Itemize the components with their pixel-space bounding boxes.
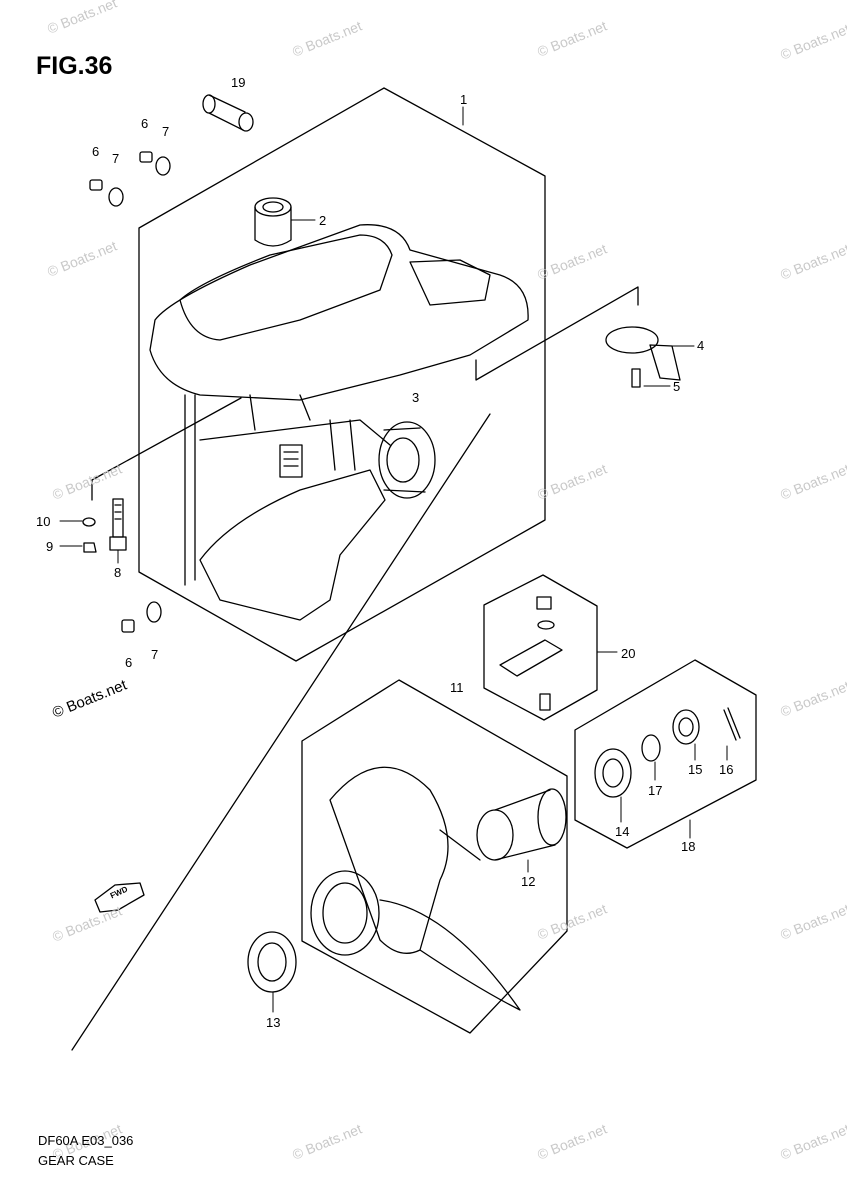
- bolt-washer-mid: [121, 601, 162, 633]
- part-label-17[interactable]: 17: [648, 783, 663, 798]
- part-label-18[interactable]: 18: [681, 839, 696, 854]
- part-label-8[interactable]: 8: [114, 565, 122, 580]
- part-label-11[interactable]: 11: [450, 680, 464, 695]
- part-label-20[interactable]: 20: [621, 646, 636, 661]
- nut-part-15: [672, 709, 700, 745]
- figure-code: DF60A E03_036: [38, 1133, 134, 1148]
- bearing-part-3: [378, 421, 436, 499]
- anode-part-4: [605, 326, 681, 388]
- bolt-nut-washer-left: [82, 498, 127, 553]
- part-label-7-lower[interactable]: 7: [151, 647, 159, 662]
- cotter-pin-part-16: [723, 707, 741, 741]
- part-label-6[interactable]: 6: [92, 144, 100, 159]
- part-label-16[interactable]: 16: [719, 762, 734, 777]
- group-frame-propeller: [301, 679, 568, 1034]
- part-label-10[interactable]: 10: [36, 514, 51, 529]
- part-label-4[interactable]: 4: [697, 338, 705, 353]
- trim-tab-part-20: [499, 596, 563, 711]
- part-label-6-repeat[interactable]: 6: [141, 116, 149, 131]
- part-label-19[interactable]: 19: [231, 75, 246, 90]
- bushing-part-12: [476, 788, 567, 861]
- seal-part-13: [247, 931, 297, 993]
- part-label-6-lower[interactable]: 6: [125, 655, 133, 670]
- connector-line: [71, 413, 491, 1051]
- part-label-15[interactable]: 15: [688, 762, 703, 777]
- group-frame-nut-kit: [574, 659, 757, 849]
- part-label-13[interactable]: 13: [266, 1015, 281, 1030]
- bushing-part-2: [254, 197, 292, 247]
- group-frame-trim-tab: [483, 574, 598, 721]
- bolt-washer-top: [89, 151, 171, 207]
- gear-case-housing: [149, 224, 529, 621]
- washer-part-17: [641, 734, 661, 762]
- anode-bracket-line: [475, 286, 639, 381]
- group-frame-housing: [138, 87, 546, 662]
- figure-title: FIG.36: [36, 52, 113, 80]
- part-label-9[interactable]: 9: [46, 539, 54, 554]
- part-label-1[interactable]: 1: [460, 92, 468, 107]
- part-label-5[interactable]: 5: [673, 379, 681, 394]
- part-label-14[interactable]: 14: [615, 824, 630, 839]
- bolt-bracket-line: [91, 397, 242, 501]
- part-label-12[interactable]: 12: [521, 874, 536, 889]
- part-label-7[interactable]: 7: [112, 151, 120, 166]
- part-label-2[interactable]: 2: [319, 213, 327, 228]
- propeller-part-11: [310, 766, 521, 1011]
- part-label-3[interactable]: 3: [412, 390, 420, 405]
- fwd-arrow-icon: [94, 882, 145, 913]
- spacer-part-14: [594, 748, 632, 798]
- sleeve-part-19: [202, 94, 254, 132]
- figure-name: GEAR CASE: [38, 1153, 114, 1168]
- part-label-7-repeat[interactable]: 7: [162, 124, 170, 139]
